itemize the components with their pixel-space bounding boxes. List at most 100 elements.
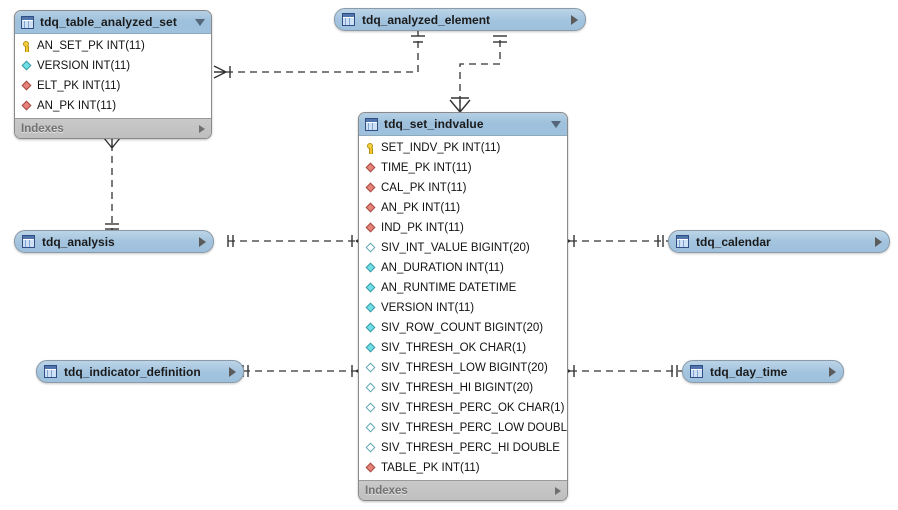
line-analyzedelement-to-setindvalue (459, 40, 501, 112)
chevron-down-icon[interactable] (551, 120, 561, 128)
red-diamond-icon (365, 462, 376, 474)
table-row[interactable]: IND_PK INT(11) (359, 218, 567, 238)
indexes-label: Indexes (21, 122, 64, 135)
column-label: TIME_PK INT(11) (381, 162, 472, 174)
table-icon (22, 235, 35, 248)
table-node-tdq-calendar[interactable]: tdq_calendar (668, 230, 890, 253)
column-list: SET_INDV_PK INT(11) TIME_PK INT(11) CAL_… (359, 136, 567, 480)
column-label: SIV_THRESH_LOW BIGINT(20) (381, 362, 548, 374)
table-title: tdq_indicator_definition (64, 364, 201, 379)
cyan-filled-diamond-icon (365, 322, 376, 334)
column-label: SIV_THRESH_PERC_HI DOUBLE (381, 442, 560, 454)
table-icon (365, 117, 378, 131)
cyan-filled-diamond-icon (365, 282, 376, 294)
indexes-section-tdq-table-analyzed-set[interactable]: Indexes (15, 118, 211, 138)
chevron-right-icon[interactable] (571, 14, 578, 25)
one-marker-analyzedelement-a (493, 35, 507, 43)
table-row[interactable]: TIME_PK INT(11) (359, 158, 567, 178)
table-row[interactable]: SIV_THRESH_PERC_HI DOUBLE (359, 438, 567, 458)
table-row[interactable]: SIV_THRESH_HI BIGINT(20) (359, 378, 567, 398)
chevron-right-icon[interactable] (555, 486, 561, 495)
table-node-tdq-analysis[interactable]: tdq_analysis (14, 230, 214, 253)
white-diamond-icon (365, 242, 376, 254)
chevron-right-icon[interactable] (829, 366, 836, 377)
table-row[interactable]: SET_INDV_PK INT(11) (359, 138, 567, 158)
cyan-filled-diamond-icon (365, 302, 376, 314)
crowfoot-tas-right (213, 65, 231, 79)
one-marker-analysis-top (105, 223, 119, 230)
chevron-down-icon[interactable] (195, 18, 205, 26)
table-icon (21, 15, 34, 29)
table-row[interactable]: AN_RUNTIME DATETIME (359, 278, 567, 298)
column-label: AN_RUNTIME DATETIME (381, 282, 517, 294)
one-marker-calendar-left (657, 235, 664, 247)
key-icon (21, 40, 32, 53)
table-row[interactable]: SIV_ROW_COUNT BIGINT(20) (359, 318, 567, 338)
crowfoot-setindvalue-top (449, 97, 471, 113)
table-node-tdq-indicator-definition[interactable]: tdq_indicator_definition (36, 360, 244, 383)
table-row[interactable]: SIV_THRESH_PERC_OK CHAR(1) (359, 398, 567, 418)
table-node-tdq-day-time[interactable]: tdq_day_time (682, 360, 844, 383)
column-label: SIV_THRESH_PERC_OK CHAR(1) (381, 402, 565, 414)
column-label: AN_PK INT(11) (37, 100, 117, 112)
chevron-right-icon[interactable] (229, 366, 236, 377)
column-label: SIV_ROW_COUNT BIGINT(20) (381, 322, 544, 334)
table-row[interactable]: SIV_THRESH_OK CHAR(1) (359, 338, 567, 358)
column-list: AN_SET_PK INT(11) VERSION INT(11) ELT_PK… (15, 34, 211, 118)
table-title: tdq_table_analyzed_set (40, 15, 177, 29)
table-row[interactable]: CAL_PK INT(11) (359, 178, 567, 198)
key-icon (365, 142, 376, 155)
column-label: AN_PK INT(11) (381, 202, 461, 214)
column-label: TABLE_PK INT(11) (381, 462, 480, 474)
column-label: CAL_PK INT(11) (381, 182, 467, 194)
column-label: AN_SET_PK INT(11) (37, 40, 145, 52)
column-label: SIV_THRESH_PERC_LOW DOUBLE (381, 422, 568, 434)
chevron-right-icon[interactable] (199, 124, 205, 133)
table-header-tdq-table-analyzed-set[interactable]: tdq_table_analyzed_set (15, 11, 211, 34)
table-row[interactable]: AN_PK INT(11) (15, 96, 211, 116)
table-node-tdq-set-indvalue[interactable]: tdq_set_indvalue SET_INDV_PK INT(11) TIM… (358, 112, 568, 501)
table-node-tdq-table-analyzed-set[interactable]: tdq_table_analyzed_set AN_SET_PK INT(11)… (14, 10, 212, 139)
column-label: SET_INDV_PK INT(11) (381, 142, 501, 154)
red-diamond-icon (365, 222, 376, 234)
cyan-filled-diamond-icon (365, 262, 376, 274)
column-label: SIV_THRESH_HI BIGINT(20) (381, 382, 534, 394)
one-marker-daytime-left (671, 365, 678, 377)
chevron-right-icon[interactable] (875, 236, 882, 247)
table-row[interactable]: SIV_INT_VALUE BIGINT(20) (359, 238, 567, 258)
table-title: tdq_day_time (710, 364, 788, 379)
table-row[interactable]: AN_DURATION INT(11) (359, 258, 567, 278)
table-row[interactable]: AN_PK INT(11) (359, 198, 567, 218)
table-row[interactable]: TABLE_PK INT(11) (359, 458, 567, 478)
white-diamond-icon (365, 422, 376, 434)
column-label: VERSION INT(11) (37, 60, 131, 72)
column-label: AN_DURATION INT(11) (381, 262, 504, 274)
column-label: SIV_INT_VALUE BIGINT(20) (381, 242, 530, 254)
table-node-tdq-analyzed-element[interactable]: tdq_analyzed_element (334, 8, 586, 31)
table-icon (676, 235, 689, 248)
one-marker-analysis-right (227, 235, 234, 247)
table-header-tdq-set-indvalue[interactable]: tdq_set_indvalue (359, 113, 567, 136)
table-row[interactable]: SIV_THRESH_PERC_LOW DOUBLE (359, 418, 567, 438)
indexes-section-tdq-set-indvalue[interactable]: Indexes (359, 480, 567, 500)
table-row[interactable]: ELT_PK INT(11) (15, 76, 211, 96)
table-title: tdq_analyzed_element (362, 12, 491, 27)
column-label: VERSION INT(11) (381, 302, 475, 314)
table-row[interactable]: SIV_THRESH_LOW BIGINT(20) (359, 358, 567, 378)
red-diamond-icon (21, 80, 32, 92)
column-label: SIV_THRESH_OK CHAR(1) (381, 342, 527, 354)
table-icon (342, 13, 355, 26)
white-diamond-icon (365, 442, 376, 454)
cyan-filled-diamond-icon (365, 342, 376, 354)
table-icon (44, 365, 57, 378)
column-label: IND_PK INT(11) (381, 222, 464, 234)
table-title: tdq_calendar (696, 234, 771, 249)
table-row[interactable]: AN_SET_PK INT(11) (15, 36, 211, 56)
column-label: ELT_PK INT(11) (37, 80, 121, 92)
white-diamond-icon (365, 362, 376, 374)
red-diamond-icon (365, 202, 376, 214)
table-row[interactable]: VERSION INT(11) (359, 298, 567, 318)
table-row[interactable]: VERSION INT(11) (15, 56, 211, 76)
chevron-right-icon[interactable] (199, 236, 206, 247)
